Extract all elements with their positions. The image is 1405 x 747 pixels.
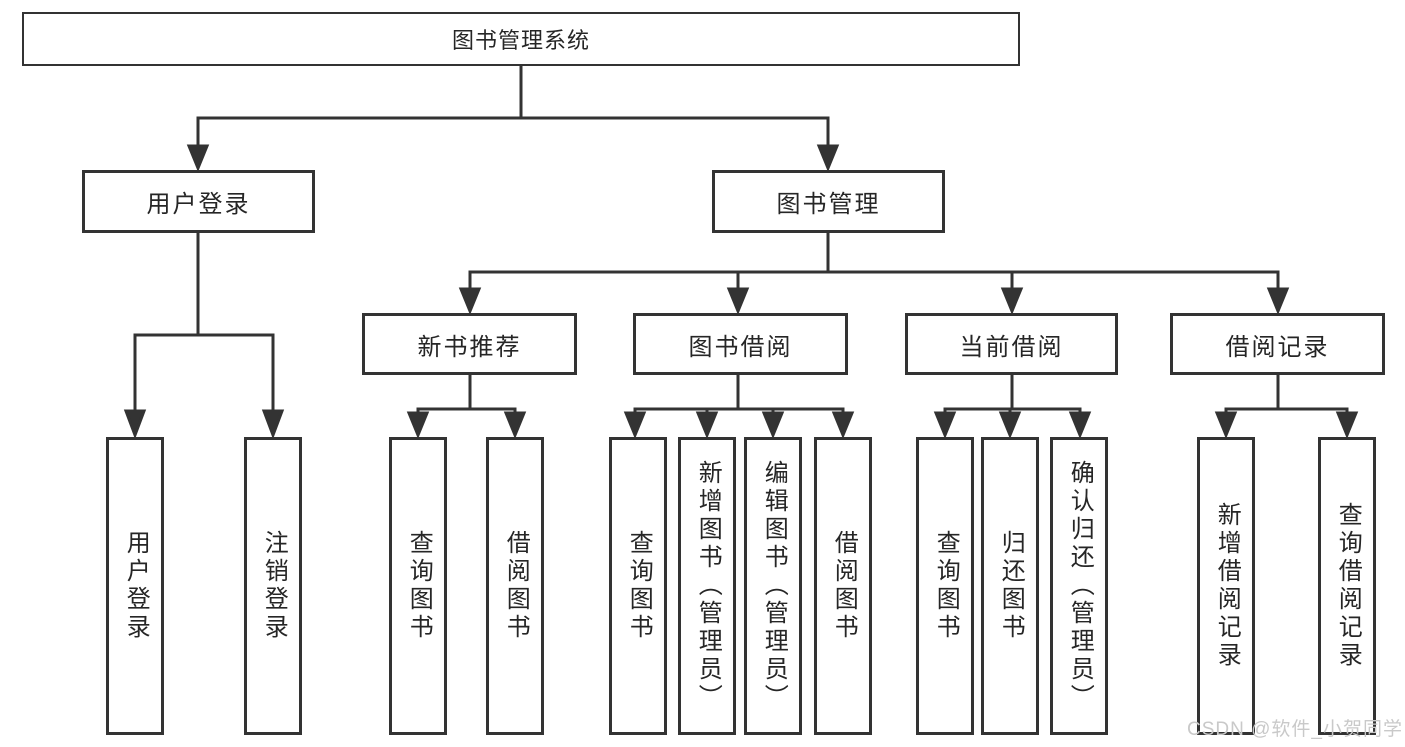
node-label: 用户登录 xyxy=(146,191,251,218)
node-label: 新书推荐 xyxy=(417,333,522,361)
leaf-borrow-books: 借阅图书 xyxy=(814,437,872,735)
node-label: 编辑图书（管理员） xyxy=(760,460,788,712)
node-book-management: 图书管理 xyxy=(712,170,945,233)
node-label: 图书管理 xyxy=(776,191,881,218)
node-label: 查询借阅记录 xyxy=(1334,502,1362,670)
leaf-query-books-current: 查询图书 xyxy=(916,437,974,735)
node-label: 借阅记录 xyxy=(1225,333,1330,361)
watermark: CSDN @软件_小贺同学 xyxy=(1187,719,1403,740)
connector-recommendation-to-leaves xyxy=(406,375,527,439)
leaf-user-login: 用户登录 xyxy=(106,437,164,735)
node-library-management-system: 图书管理系统 xyxy=(22,12,1020,66)
connector-records-to-leaves xyxy=(1214,375,1359,439)
node-label: 图书借阅 xyxy=(688,333,793,361)
connector-current-borrowing-to-leaves xyxy=(933,375,1092,439)
node-label: 查询图书 xyxy=(932,530,960,642)
leaf-return-books: 归还图书 xyxy=(981,437,1039,735)
node-label: 新增借阅记录 xyxy=(1213,502,1241,670)
connector-borrowing-to-leaves xyxy=(623,375,855,439)
node-label: 查询图书 xyxy=(405,530,433,642)
node-borrowing-records: 借阅记录 xyxy=(1170,313,1385,375)
connector-user-login-to-leaves xyxy=(123,233,285,440)
leaf-logout: 注销登录 xyxy=(244,437,302,735)
node-current-borrowing: 当前借阅 xyxy=(905,313,1118,375)
leaf-edit-book-admin: 编辑图书（管理员） xyxy=(744,437,802,735)
connector-root-to-level2 xyxy=(186,66,840,172)
node-new-book-recommendation: 新书推荐 xyxy=(362,313,577,375)
node-label: 借阅图书 xyxy=(830,530,858,642)
connector-book-management-to-level3 xyxy=(458,233,1290,315)
node-label: 图书管理系统 xyxy=(451,28,590,53)
node-book-borrowing: 图书借阅 xyxy=(633,313,848,375)
node-label: 借阅图书 xyxy=(502,530,530,642)
leaf-query-borrowing-record: 查询借阅记录 xyxy=(1318,437,1376,735)
node-label: 当前借阅 xyxy=(959,333,1064,361)
leaf-query-books-recommendation: 查询图书 xyxy=(389,437,447,735)
leaf-borrow-books-recommendation: 借阅图书 xyxy=(486,437,544,735)
node-label: 用户登录 xyxy=(122,530,150,642)
node-user-login: 用户登录 xyxy=(82,170,315,233)
node-label: 注销登录 xyxy=(260,530,288,642)
node-label: 确认归还（管理员） xyxy=(1066,460,1094,712)
leaf-confirm-return-admin: 确认归还（管理员） xyxy=(1050,437,1108,735)
leaf-add-borrowing-record: 新增借阅记录 xyxy=(1197,437,1255,735)
node-label: 新增图书（管理员） xyxy=(694,460,722,712)
node-label: 查询图书 xyxy=(625,530,653,642)
leaf-add-book-admin: 新增图书（管理员） xyxy=(678,437,736,735)
leaf-query-books-borrowing: 查询图书 xyxy=(609,437,667,735)
node-label: 归还图书 xyxy=(997,530,1025,642)
